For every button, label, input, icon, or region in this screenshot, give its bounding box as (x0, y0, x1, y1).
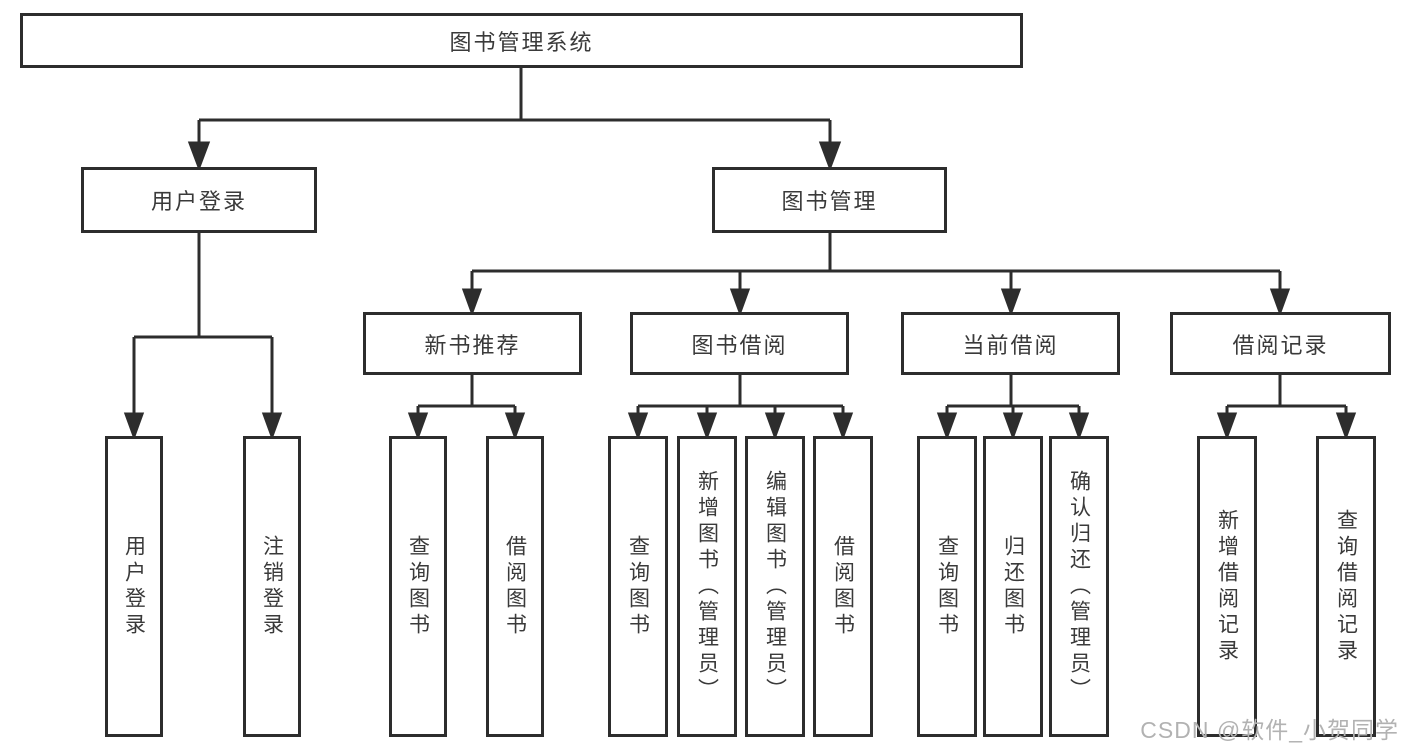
leaf-add-borrow-record-label: 新增借阅记录 (1215, 508, 1239, 665)
leaf-query-borrow-record-label: 查询借阅记录 (1334, 508, 1358, 665)
leaf-logout: 注销登录 (243, 436, 301, 737)
leaf-add-book-admin: 新增图书（管理员） (677, 436, 737, 737)
leaf-user-login-label: 用户登录 (122, 534, 146, 639)
leaf-query-borrow-record: 查询借阅记录 (1316, 436, 1376, 737)
leaf-confirm-return-admin: 确认归还（管理员） (1049, 436, 1109, 737)
leaf-return-book: 归还图书 (983, 436, 1043, 737)
edge-bookborrow-to-leaves (627, 375, 854, 441)
leaf-query-books-current: 查询图书 (917, 436, 977, 737)
leaf-query-books-borrow: 查询图书 (608, 436, 668, 737)
node-book-management: 图书管理 (712, 167, 947, 233)
leaf-add-book-admin-label: 新增图书（管理员） (695, 469, 719, 704)
leaf-borrow-books: 借阅图书 (813, 436, 873, 737)
leaf-borrow-books-recommend-label: 借阅图书 (503, 534, 527, 639)
leaf-query-books-current-label: 查询图书 (935, 534, 959, 639)
node-book-borrow: 图书借阅 (630, 312, 849, 375)
leaf-borrow-books-label: 借阅图书 (831, 534, 855, 639)
leaf-edit-book-admin-label: 编辑图书（管理员） (763, 469, 787, 704)
node-borrow-records-label: 借阅记录 (1232, 332, 1329, 358)
leaf-confirm-return-admin-label: 确认归还（管理员） (1067, 469, 1091, 704)
node-current-borrow: 当前借阅 (901, 312, 1120, 375)
node-current-borrow-label: 当前借阅 (962, 332, 1059, 358)
edge-bookmgmt-to-level3 (461, 233, 1291, 317)
edge-userlogin-to-leaves (123, 233, 283, 441)
leaf-add-borrow-record: 新增借阅记录 (1197, 436, 1257, 737)
csdn-watermark: CSDN @软件_小贺同学 (1140, 717, 1399, 743)
node-new-book-recommend-label: 新书推荐 (424, 332, 521, 358)
node-root-label: 图书管理系统 (449, 29, 594, 55)
edge-currentborrow-to-leaves (936, 375, 1090, 441)
leaf-edit-book-admin: 编辑图书（管理员） (745, 436, 805, 737)
leaf-query-books-recommend: 查询图书 (389, 436, 447, 737)
node-root: 图书管理系统 (20, 13, 1023, 68)
leaf-query-books-recommend-label: 查询图书 (406, 534, 430, 639)
leaf-user-login: 用户登录 (105, 436, 163, 737)
leaf-borrow-books-recommend: 借阅图书 (486, 436, 544, 737)
node-borrow-records: 借阅记录 (1170, 312, 1391, 375)
leaf-return-book-label: 归还图书 (1001, 534, 1025, 639)
leaf-logout-label: 注销登录 (260, 534, 284, 639)
node-book-management-label: 图书管理 (781, 189, 878, 214)
edge-newbooks-to-leaves (407, 375, 526, 441)
edge-borrowrecords-to-leaves (1216, 375, 1357, 441)
node-user-login-group: 用户登录 (81, 167, 317, 233)
leaf-query-books-borrow-label: 查询图书 (626, 534, 650, 639)
node-user-login-group-label: 用户登录 (150, 189, 247, 214)
node-new-book-recommend: 新书推荐 (363, 312, 582, 375)
edge-root-to-level2 (187, 68, 842, 172)
node-book-borrow-label: 图书借阅 (691, 332, 788, 358)
